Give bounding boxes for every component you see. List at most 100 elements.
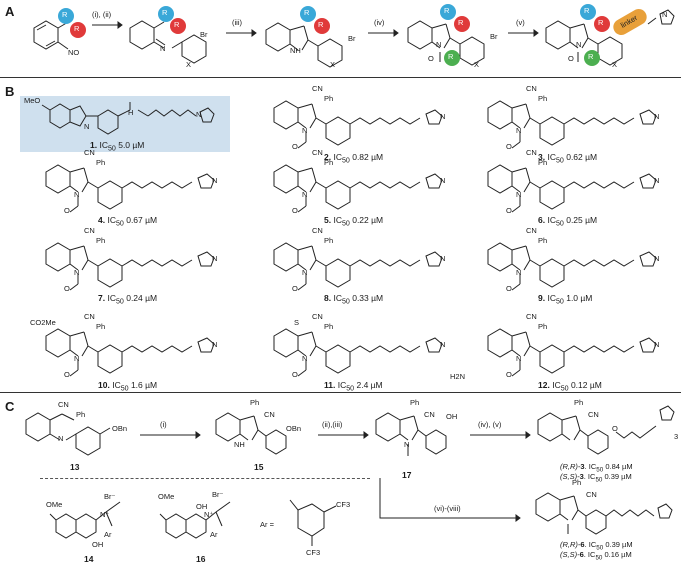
compound-15-label: 15 [254,462,264,472]
r2-circle-a5 [594,16,610,32]
r2-label-a4: R [458,18,464,27]
r2-circle-a4 [454,16,470,32]
nplus-label-14: N⁺ [100,510,110,519]
o-label-5-24: O [292,206,298,215]
cn-label-p6: CN [586,490,597,499]
r1-label-a2: R [162,8,168,17]
n-label-12-172: N [654,340,660,349]
cn-label-9-44: CN [526,226,537,235]
n-label-9-172: N [654,254,660,263]
n-label-2-172: N [440,112,446,121]
cn-label-8-44: CN [312,226,323,235]
caption-compound-3: 3. IC50 0.62 µM [538,152,598,165]
o-label-a5: O [568,54,574,63]
hn-label-1: H [128,108,134,117]
structure-a3 [265,22,343,68]
x-label-a4: X [474,60,480,69]
ph-label-2-56: Ph [324,94,334,103]
n-label-9-34: N [516,268,522,277]
structure-compound-12 [487,328,657,377]
n3-label-p3: 3 [674,432,679,441]
cn-label-12-44: CN [526,312,537,321]
r1-label-a1: R [62,10,68,19]
x-label-a2: X [186,60,192,69]
ph-label-5-56: Ph [324,158,334,167]
result-rr-6: (R,R)-6. IC50 0.39 µM [560,540,633,552]
o-label-11-24: O [292,370,298,379]
ph-label-p6: Ph [572,478,582,487]
structure-16 [159,501,231,539]
o-label-9-24: O [506,284,512,293]
ome-label-14: OMe [46,500,63,509]
o-label-12-24: O [506,370,512,379]
thiazole-s-label-11: S [294,318,300,327]
cn-label-10-44: CN [84,312,95,321]
structure-compound-1 [41,102,215,135]
n-label-a2: N [160,44,166,53]
oh-label-14: OH [92,540,104,549]
n-label-13: N [58,434,64,443]
no2-label: NO [68,48,80,57]
ph-label-p3: Ph [574,398,584,407]
n-label-8-34: N [302,268,308,277]
o-label-10-24: O [64,370,70,379]
r2-circle-a2 [170,18,186,34]
structure-compound-10 [45,328,215,377]
cn-label-15: CN [264,410,275,419]
n-label-4-34: N [74,190,80,199]
o-label-2-24: O [292,142,298,151]
r1-circle-a4 [440,4,456,20]
result-ss-6: (S,S)-6. IC50 0.16 µM [560,550,632,562]
arrow-a-4 [508,29,539,37]
step-c-3: (iv), (v) [478,420,502,429]
n-label-8-172: N [440,254,446,263]
result-ss-3: (S,S)-3. IC50 0.39 µM [560,472,632,484]
separator-a-b [0,77,681,78]
separator-b-c [0,392,681,393]
catalyst-divider [40,478,370,479]
structure-13 [25,412,111,456]
step-c-1: (i) [160,420,167,429]
structure-a4 [407,20,485,66]
caption-compound-12: 12. IC50 0.12 µM [538,380,602,393]
ar-label-14: Ar [104,530,112,539]
arrow-c-4 [379,478,521,522]
ph-label-13: Ph [76,410,86,419]
n-label-3-34: N [516,126,522,135]
obn-label-15: OBn [286,424,302,433]
n-label-7-172: N [212,254,218,263]
step-c-4: (vi)-(viii) [434,504,461,513]
cn-label-11-44: CN [312,312,323,321]
caption-compound-10: 10. IC50 1.6 µM [98,380,158,393]
caption-compound-11: 11. IC50 2.4 µM [324,380,383,393]
n-pyrrolidine-1: N [196,110,202,119]
n-label-10-34: N [74,354,80,363]
br-label-a4: Br [490,32,498,41]
cn-label-13: CN [58,400,69,409]
structure-14 [49,501,121,539]
caption-compound-7: 7. IC50 0.24 µM [98,293,158,306]
br-label-a2: Br [200,30,208,39]
n-label-10-172: N [212,340,218,349]
structure-product-6 [535,492,673,535]
r2-label-a2: R [174,20,180,29]
compound-16-label: 16 [196,554,206,564]
ph-label-6-56: Ph [538,158,548,167]
ph-label-10-56: Ph [96,322,106,331]
panel-b-label: B [5,84,15,99]
cn-label-17: CN [424,410,435,419]
arrow-c-3 [470,431,531,439]
structure-a2 [129,20,207,64]
n-label-4-172: N [212,176,218,185]
x-label-a5: X [612,60,618,69]
n-label-6-34: N [516,190,522,199]
structure-compound-9 [487,242,657,291]
caption-compound-8: 8. IC50 0.33 µM [324,293,384,306]
n-label-a5: N [576,40,582,49]
structure-compound-11 [273,328,443,377]
ph-label-11-56: Ph [324,322,334,331]
n-label-1: N [84,122,90,131]
ar-definition-label: Ar = [260,520,274,529]
arrow-c-2 [318,431,369,439]
ph-label-17: Ph [410,398,420,407]
